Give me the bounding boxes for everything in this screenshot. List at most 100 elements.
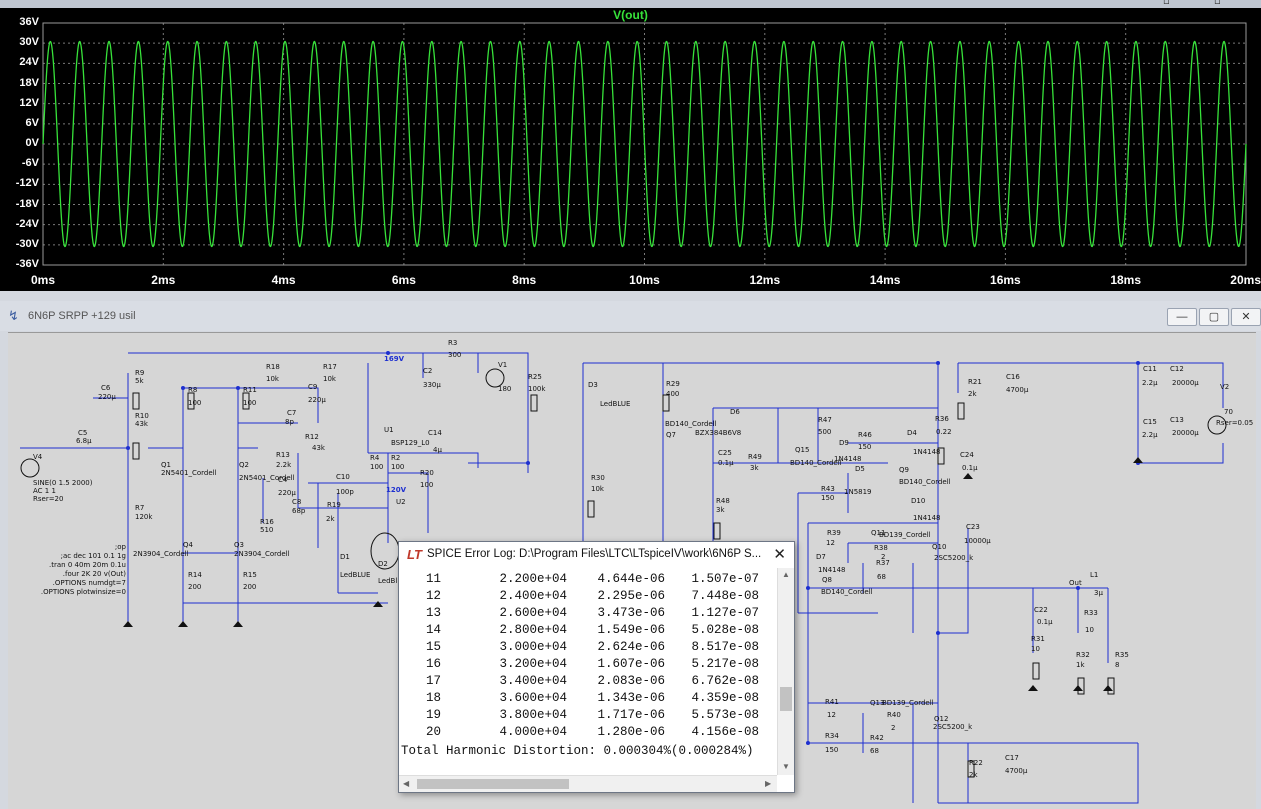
spice-directives[interactable]: ;op;ac dec 101 0.1 1g.tran 0 40m 20m 0.1… [16, 543, 126, 597]
component-label[interactable]: R35 [1115, 651, 1129, 659]
component-label[interactable]: C14 [428, 429, 442, 437]
close-button[interactable]: ✕ [1231, 308, 1261, 326]
component-label[interactable]: 150 [821, 494, 834, 502]
component-label[interactable]: R13 [276, 451, 290, 459]
component-label[interactable]: U1 [384, 426, 394, 434]
component-label[interactable]: R20 [420, 469, 434, 477]
component-label[interactable]: D4 [907, 429, 917, 437]
component-label[interactable]: C6 [101, 384, 110, 392]
component-label[interactable]: C5 [78, 429, 87, 437]
component-label[interactable]: 1N4148 [913, 448, 941, 456]
component-label[interactable]: C9 [308, 383, 317, 391]
component-label[interactable]: SINE(0 1.5 2000) [33, 479, 92, 487]
component-label[interactable]: 68 [870, 747, 879, 755]
component-label[interactable]: 1N4148 [913, 514, 941, 522]
component-label[interactable]: R19 [327, 501, 341, 509]
component-label[interactable]: LedBLUE [340, 571, 370, 579]
component-label[interactable]: R16 [260, 518, 274, 526]
component-label[interactable]: BD140_Cordell [665, 420, 717, 428]
component-label[interactable]: BSP129_L0 [391, 439, 430, 447]
component-label[interactable]: 6.8µ [76, 437, 92, 445]
component-label[interactable]: 20000µ [1172, 379, 1199, 387]
scroll-right-icon[interactable]: ▶ [765, 779, 771, 788]
component-label[interactable]: R38 [874, 544, 888, 552]
component-label[interactable]: 20000µ [1172, 429, 1199, 437]
component-label[interactable]: C10 [336, 473, 350, 481]
component-label[interactable]: 400 [666, 390, 679, 398]
component-label[interactable]: 2.2µ [1142, 379, 1158, 387]
component-label[interactable]: 500 [818, 428, 831, 436]
component-label[interactable]: 12 [826, 539, 835, 547]
waveform-plot[interactable] [0, 0, 1261, 291]
component-label[interactable]: R41 [825, 698, 839, 706]
component-label[interactable]: 220µ [308, 396, 326, 404]
scroll-down-icon[interactable]: ▼ [782, 762, 790, 771]
component-label[interactable]: C7 [287, 409, 296, 417]
component-label[interactable]: 1k [1076, 661, 1085, 669]
component-label[interactable]: 3k [716, 506, 725, 514]
component-label[interactable]: C15 [1143, 418, 1157, 426]
component-label[interactable]: 2N3904_Cordell [234, 550, 290, 558]
component-label[interactable]: LedBLUE [600, 400, 630, 408]
component-label[interactable]: 3k [750, 464, 759, 472]
component-label[interactable]: 2SC5200_k [933, 723, 972, 731]
component-label[interactable]: R31 [1031, 635, 1045, 643]
component-label[interactable]: 200 [243, 583, 256, 591]
component-label[interactable]: D7 [816, 553, 826, 561]
component-label[interactable]: 0.22 [936, 428, 952, 436]
component-label[interactable]: 2k [326, 515, 335, 523]
component-label[interactable]: 70 [1224, 408, 1233, 416]
component-label[interactable]: C23 [966, 523, 980, 531]
scroll-up-icon[interactable]: ▲ [782, 570, 790, 579]
component-label[interactable]: Q8 [822, 576, 832, 584]
component-label[interactable]: R14 [188, 571, 202, 579]
component-label[interactable]: 2SC5200_k [934, 554, 973, 562]
component-label[interactable]: 0.1µ [1037, 618, 1053, 626]
component-label[interactable]: AC 1 1 [33, 487, 56, 495]
component-label[interactable]: L1 [1090, 571, 1098, 579]
component-label[interactable]: 100k [528, 385, 545, 393]
component-label[interactable]: Q3 [234, 541, 244, 549]
component-label[interactable]: Out [1069, 579, 1082, 587]
directive-line[interactable]: .OPTIONS plotwinsize=0 [16, 588, 126, 597]
component-label[interactable]: R30 [591, 474, 605, 482]
component-label[interactable]: R9 [135, 369, 144, 377]
component-label[interactable]: 2k [968, 390, 977, 398]
component-label[interactable]: R34 [825, 732, 839, 740]
component-label[interactable]: 220µ [98, 393, 116, 401]
component-label[interactable]: LedBl [378, 577, 397, 585]
component-label[interactable]: D1 [340, 553, 350, 561]
component-label[interactable]: BD139_Cordell [882, 699, 934, 707]
component-label[interactable]: R21 [968, 378, 982, 386]
component-label[interactable]: R10 [135, 412, 149, 420]
component-label[interactable]: V2 [1220, 383, 1229, 391]
component-label[interactable]: 1N5819 [844, 488, 872, 496]
component-label[interactable]: 150 [825, 746, 838, 754]
component-label[interactable]: R7 [135, 504, 144, 512]
component-label[interactable]: 220µ [278, 489, 296, 497]
component-label[interactable]: 2 [891, 724, 895, 732]
component-label[interactable]: 120V [386, 486, 406, 494]
component-label[interactable]: R36 [935, 415, 949, 423]
component-label[interactable]: BZX384B6V8 [695, 429, 741, 437]
directive-line[interactable]: ;ac dec 101 0.1 1g [16, 552, 126, 561]
component-label[interactable]: 169V [384, 355, 404, 363]
component-label[interactable]: U2 [396, 498, 406, 506]
component-label[interactable]: 10000µ [964, 537, 991, 545]
component-label[interactable]: 4700µ [1006, 386, 1028, 394]
component-label[interactable]: C2 [423, 367, 432, 375]
component-label[interactable]: 10k [591, 485, 604, 493]
maximize-button[interactable]: ▢ [1199, 308, 1229, 326]
component-label[interactable]: 2k [969, 771, 978, 779]
component-label[interactable]: V4 [33, 453, 42, 461]
component-label[interactable]: Q2 [239, 461, 249, 469]
minimize-button[interactable]: — [1167, 308, 1197, 326]
component-label[interactable]: 5k [135, 377, 144, 385]
component-label[interactable]: V1 [498, 361, 507, 369]
component-label[interactable]: R39 [827, 529, 841, 537]
component-label[interactable]: C16 [1006, 373, 1020, 381]
directive-line[interactable]: ;op [16, 543, 126, 552]
component-label[interactable]: 100 [391, 463, 404, 471]
component-label[interactable]: R12 [305, 433, 319, 441]
component-label[interactable]: 2.2k [276, 461, 291, 469]
